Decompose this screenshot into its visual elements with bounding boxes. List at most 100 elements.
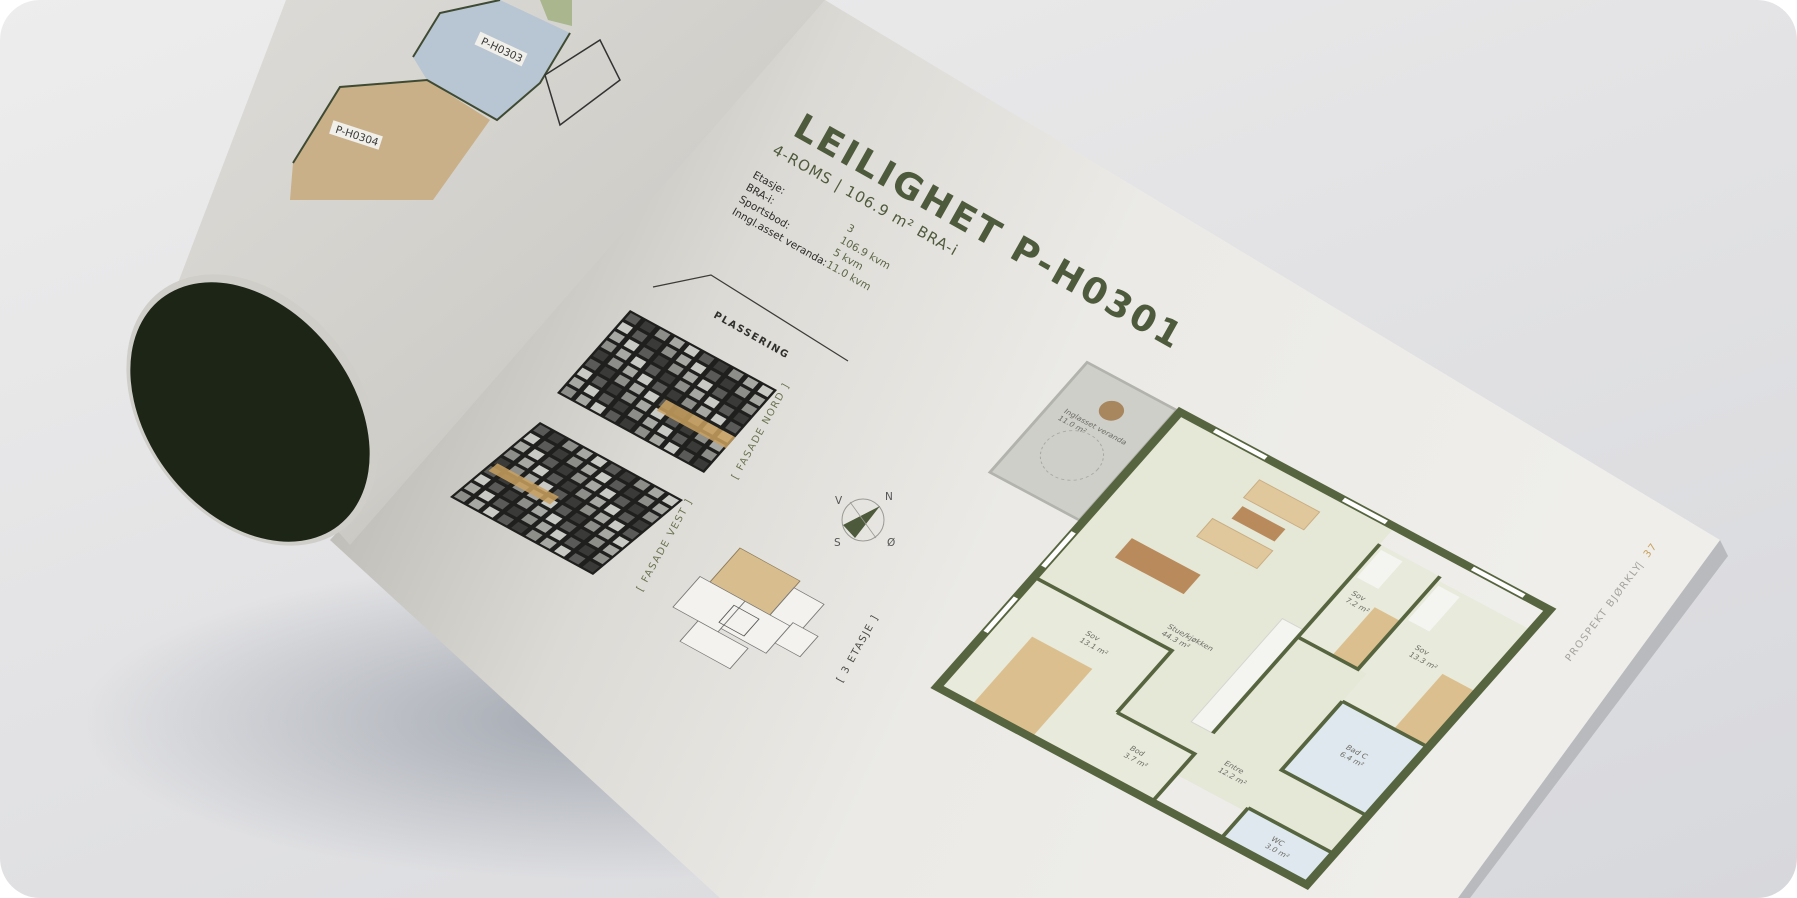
facade-window — [642, 511, 660, 523]
facade-window — [545, 513, 563, 525]
facade-window — [473, 474, 491, 486]
facade-window — [580, 464, 598, 476]
facade-window — [674, 380, 691, 393]
facade-window — [694, 431, 711, 444]
facade-window — [604, 463, 622, 476]
facade-window — [570, 472, 588, 484]
facade-window — [600, 340, 617, 353]
facade-window — [609, 479, 627, 492]
compass-west: V — [835, 495, 843, 507]
facade-window — [482, 506, 500, 518]
floor-key-plan — [672, 547, 825, 670]
facade-window — [521, 513, 539, 526]
facade-window — [560, 385, 577, 399]
facade-window — [547, 432, 565, 444]
facade-window — [711, 387, 728, 400]
facade-window — [574, 488, 593, 500]
windows — [983, 428, 1526, 634]
facade-window — [627, 408, 644, 422]
curl-inside — [130, 282, 370, 542]
sofa — [1196, 517, 1274, 570]
facade-window — [742, 376, 759, 390]
key-plan-core — [718, 604, 760, 637]
facade-window — [573, 528, 592, 541]
facade-window — [697, 379, 714, 392]
facade-window — [594, 471, 612, 484]
facade-window — [588, 536, 606, 549]
facade-window — [593, 512, 611, 524]
facade-window — [453, 490, 472, 503]
facade-window — [568, 376, 585, 390]
facade-wall — [449, 422, 684, 575]
facade-window — [565, 496, 583, 509]
facade-window — [733, 412, 750, 425]
facade-window — [551, 448, 570, 460]
facade-window — [686, 440, 703, 454]
facade-window — [614, 374, 631, 387]
facade-window — [719, 377, 736, 391]
facade-window — [619, 417, 636, 431]
facade-window — [511, 521, 529, 534]
facade-window — [590, 401, 607, 415]
facade-window — [591, 375, 608, 388]
facade-window — [533, 424, 551, 437]
compass-north: N — [885, 491, 893, 503]
facade-window — [623, 339, 640, 352]
facade-window — [541, 456, 560, 469]
facade-window — [615, 348, 632, 361]
facade-window — [598, 392, 615, 406]
coffee-table — [1231, 506, 1286, 542]
facade-window — [675, 353, 692, 367]
facade-window — [632, 519, 650, 532]
veranda-rug — [1039, 430, 1105, 481]
facade-window — [648, 433, 665, 447]
facade-window — [734, 385, 751, 399]
facade-window — [680, 397, 698, 410]
unit-label-box — [329, 120, 383, 150]
facade-window — [616, 321, 634, 335]
spec-value: 3 — [845, 222, 857, 236]
facade-window — [568, 553, 586, 565]
facade-window — [637, 495, 655, 507]
facade-window — [671, 432, 688, 446]
facade-window — [650, 407, 667, 420]
facade-window — [757, 384, 774, 398]
facade-window — [584, 480, 603, 492]
facade-window — [536, 481, 554, 493]
facade-window — [523, 432, 541, 445]
facade-window — [726, 395, 743, 408]
facade-window — [679, 423, 696, 436]
facade-window — [705, 369, 722, 383]
facade-window — [710, 413, 727, 426]
facade-window — [612, 400, 629, 414]
facade-window — [607, 357, 624, 370]
room-bedroom — [1333, 579, 1532, 748]
facade-window — [522, 473, 540, 485]
facade-window — [559, 520, 577, 533]
facade-window — [589, 496, 607, 508]
facade-window — [556, 464, 574, 477]
facade-window — [627, 503, 645, 516]
facade-window — [561, 440, 579, 452]
facade-window — [741, 403, 758, 416]
facade-window — [582, 560, 600, 573]
facade-window — [660, 345, 678, 359]
facade-window — [631, 329, 648, 343]
facade-window — [617, 511, 636, 524]
facade-window — [560, 480, 578, 493]
facade-window — [530, 505, 549, 517]
inner-walls — [1032, 543, 1442, 856]
apartment-floor-plan: Inglasset veranda 11.0 m² — [930, 360, 1557, 890]
wardrobe — [1356, 549, 1403, 589]
facade-window — [517, 457, 535, 469]
facade-window — [661, 494, 680, 507]
compass-south: S — [834, 537, 841, 549]
facade-window — [468, 498, 486, 510]
bed — [971, 636, 1093, 738]
curled-page-floorplan: P-H0303 P-H0304 — [290, 0, 621, 200]
facade-window — [555, 504, 573, 517]
facade-window — [549, 529, 567, 541]
plan-walls — [412, 0, 501, 58]
veranda-table — [1098, 400, 1125, 421]
